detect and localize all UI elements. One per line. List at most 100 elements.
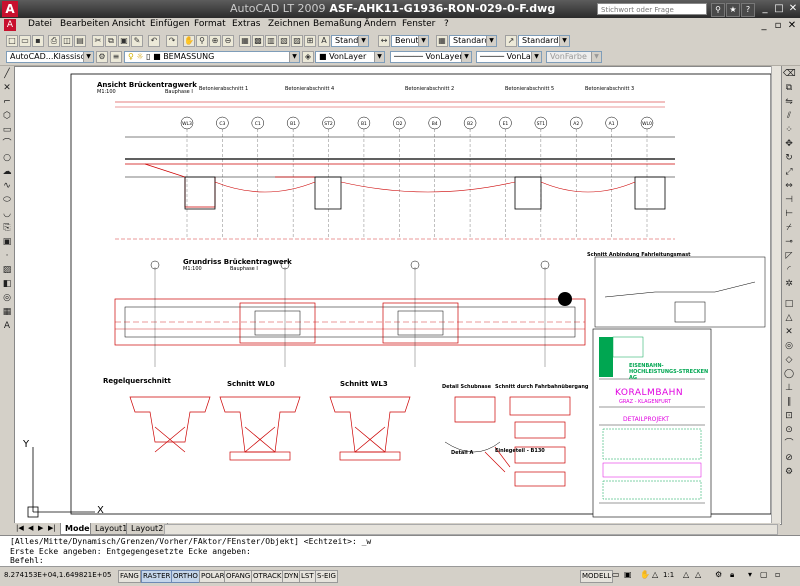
menu-einfuegen[interactable]: Einfügen: [150, 19, 190, 29]
line-icon[interactable]: ╱: [4, 69, 10, 79]
textstyle-icon[interactable]: A: [318, 35, 330, 47]
menu-fenster[interactable]: Fenster: [402, 19, 436, 29]
annotation-visibility-icon[interactable]: △: [683, 570, 690, 579]
help-icon[interactable]: ?: [741, 3, 755, 17]
menu-aendern[interactable]: Ändern: [364, 19, 397, 29]
tablestyle-icon[interactable]: ▦: [436, 35, 448, 47]
annotation-scale-value[interactable]: 1:1: [663, 571, 675, 579]
explode-icon[interactable]: ✲: [785, 279, 793, 289]
gradient-icon[interactable]: ◧: [2, 279, 12, 289]
tab-layout2[interactable]: Layout2: [126, 523, 169, 535]
table-icon[interactable]: ▦: [2, 307, 12, 317]
menu-extras[interactable]: Extras: [232, 19, 261, 29]
dimstyle-icon[interactable]: ↔: [378, 35, 390, 47]
mleaderstyle-dropdown[interactable]: Standard▼: [518, 35, 570, 47]
command-window[interactable]: [Alles/Mitte/Dynamisch/Grenzen/Vorher/FA…: [0, 535, 800, 566]
help-search-input[interactable]: Stichwort oder Frage eingeben: [597, 3, 707, 26]
ellipse-arc-icon[interactable]: ◡: [3, 209, 11, 219]
menu-bearbeiten[interactable]: Bearbeiten: [60, 19, 110, 29]
mleaderstyle-icon[interactable]: ↗: [505, 35, 517, 47]
menu-format[interactable]: Format: [194, 19, 226, 29]
annotation-scale-icon[interactable]: △: [652, 570, 659, 579]
snap-center-icon[interactable]: ◎: [785, 341, 793, 351]
vertical-scrollbar[interactable]: [771, 66, 781, 523]
polygon-icon[interactable]: ⬡: [3, 111, 11, 121]
snap-intersection-icon[interactable]: ✕: [785, 327, 793, 337]
status-lwt-toggle[interactable]: LST: [299, 570, 316, 583]
mtext-icon[interactable]: A: [3, 321, 11, 331]
region-icon[interactable]: ◎: [3, 293, 11, 303]
menu-datei[interactable]: Datei: [28, 19, 53, 29]
communication-center-icon[interactable]: ★: [726, 3, 740, 17]
status-polar-toggle[interactable]: POLAR: [199, 570, 227, 583]
menu-ansicht[interactable]: Ansicht: [112, 19, 146, 29]
status-otrack-toggle[interactable]: OTRACK: [251, 570, 284, 583]
insert-block-icon[interactable]: ⎘: [3, 223, 11, 233]
sheetset-icon[interactable]: ▧: [278, 35, 290, 47]
snap-node-icon[interactable]: ⊙: [785, 425, 793, 435]
minimize-button[interactable]: _: [762, 3, 768, 14]
chamfer-icon[interactable]: ◸: [785, 251, 793, 261]
horizontal-scrollbar[interactable]: [164, 524, 778, 535]
make-current-layer-icon[interactable]: ◈: [302, 51, 314, 63]
drawing-icon[interactable]: A: [4, 19, 16, 31]
print-icon[interactable]: ⎙: [48, 35, 60, 47]
autoscale-icon[interactable]: △: [695, 570, 702, 579]
autocad-logo-icon[interactable]: A: [2, 1, 18, 17]
polyline-icon[interactable]: ⌐: [3, 97, 11, 107]
snap-endpoint-icon[interactable]: □: [784, 299, 794, 309]
zoom-realtime-icon[interactable]: ⚲: [196, 35, 208, 47]
hatch-icon[interactable]: ▨: [2, 265, 12, 275]
toolpalette-icon[interactable]: ▥: [265, 35, 277, 47]
mirror-icon[interactable]: ⇋: [785, 97, 793, 107]
pan-icon[interactable]: ✋: [183, 35, 195, 47]
command-prompt[interactable]: Befehl:: [10, 556, 44, 565]
status-qp-toggle[interactable]: S-EIG: [315, 570, 338, 583]
lock-status-icon[interactable]: 🔒︎: [730, 570, 735, 579]
move-icon[interactable]: ✥: [785, 139, 793, 149]
menu-zeichnen[interactable]: Zeichnen: [268, 19, 310, 29]
textstyle-dropdown[interactable]: Standard▼: [331, 35, 369, 47]
cut-icon[interactable]: ✂: [92, 35, 104, 47]
snap-parallel-icon[interactable]: ∥: [786, 397, 792, 407]
workspace-settings-icon[interactable]: ⚙: [96, 51, 108, 63]
color-dropdown[interactable]: ■ VonLayer▼: [315, 51, 385, 63]
rotate-icon[interactable]: ↻: [785, 153, 793, 163]
tab-prev-icon[interactable]: ◀: [28, 524, 34, 532]
coordinates-readout[interactable]: 8.274153E+04,1.649821E+05: [4, 571, 112, 579]
matchprop-icon[interactable]: ✎: [131, 35, 143, 47]
fillet-icon[interactable]: ◜: [787, 265, 791, 275]
quickview-layouts-icon[interactable]: ▭: [612, 570, 620, 579]
properties-icon[interactable]: ▦: [239, 35, 251, 47]
paste-icon[interactable]: ▣: [118, 35, 130, 47]
lineweight-dropdown[interactable]: ───── VonLayer▼: [476, 51, 542, 63]
revcloud-icon[interactable]: ☁: [2, 167, 12, 177]
snap-quadrant-icon[interactable]: ◇: [785, 355, 793, 365]
spline-icon[interactable]: ∿: [3, 181, 11, 191]
ellipse-icon[interactable]: ⬭: [3, 195, 11, 205]
workspace-dropdown[interactable]: AutoCAD...Klassisch▼: [6, 51, 94, 63]
status-grid-toggle[interactable]: RASTER: [141, 570, 173, 583]
tab-next-icon[interactable]: ▶: [38, 524, 44, 532]
open-icon[interactable]: ▭: [19, 35, 31, 47]
tab-last-icon[interactable]: ▶|: [48, 524, 56, 532]
quickcalc-icon[interactable]: ⊞: [304, 35, 316, 47]
trayicon-icon[interactable]: ▫: [775, 570, 781, 579]
snap-insert-icon[interactable]: ⊡: [785, 411, 793, 421]
status-ortho-toggle[interactable]: ORTHO: [171, 570, 200, 583]
copy-object-icon[interactable]: ⧉: [785, 83, 793, 93]
plotstyle-dropdown[interactable]: VonFarbe▼: [546, 51, 602, 63]
linetype-dropdown[interactable]: ────── VonLayer▼: [390, 51, 472, 63]
join-icon[interactable]: ⊸: [785, 237, 793, 247]
undo-icon[interactable]: ↶: [148, 35, 160, 47]
trim-icon[interactable]: ⊣: [785, 195, 793, 205]
zoom-previous-icon[interactable]: ⊖: [222, 35, 234, 47]
save-icon[interactable]: ▪: [32, 35, 44, 47]
status-dyn-toggle[interactable]: DYN: [282, 570, 301, 583]
new-icon[interactable]: □: [6, 35, 18, 47]
doc-minimize-button[interactable]: _: [761, 20, 767, 31]
status-snap-toggle[interactable]: FANG: [118, 570, 141, 583]
doc-restore-button[interactable]: ▫: [774, 20, 782, 31]
preview-icon[interactable]: ◫: [61, 35, 73, 47]
